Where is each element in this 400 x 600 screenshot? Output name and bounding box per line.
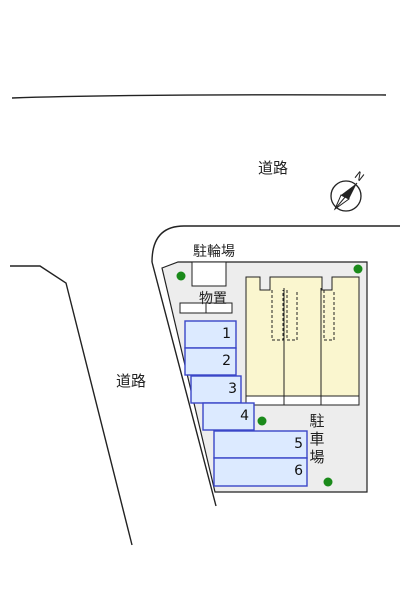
- site-side-line: [151, 261, 217, 507]
- bicycle-parking-label: 駐輪場: [193, 244, 235, 260]
- parking-space-number: 2: [222, 353, 231, 369]
- site-outer-boundary: [151, 225, 400, 263]
- road-top-label: 道路: [258, 159, 289, 177]
- parking-space-number: 5: [294, 436, 303, 452]
- parking-space-1: [184, 320, 237, 349]
- parking-space-number: 3: [228, 381, 237, 397]
- road-top-edge: [11, 94, 387, 99]
- parking-space-number: 1: [222, 326, 231, 342]
- parking-lot-label: 駐車場: [309, 412, 325, 466]
- storage-label: 物置: [199, 291, 227, 307]
- compass-icon: [330, 180, 362, 212]
- parking-space-number: 4: [240, 408, 249, 424]
- parking-space-number: 6: [294, 463, 303, 479]
- tree-icon: [176, 271, 186, 281]
- bicycle-parking-area: [191, 261, 227, 287]
- tree-icon: [257, 416, 267, 426]
- parking-space-6: [213, 457, 308, 487]
- road-left-label: 道路: [116, 372, 147, 390]
- parking-space-2: [184, 347, 237, 376]
- building: [245, 276, 360, 406]
- tree-icon: [323, 477, 333, 487]
- tree-icon: [353, 264, 363, 274]
- road-left-edge: [10, 265, 133, 546]
- parking-space-4: [202, 402, 255, 431]
